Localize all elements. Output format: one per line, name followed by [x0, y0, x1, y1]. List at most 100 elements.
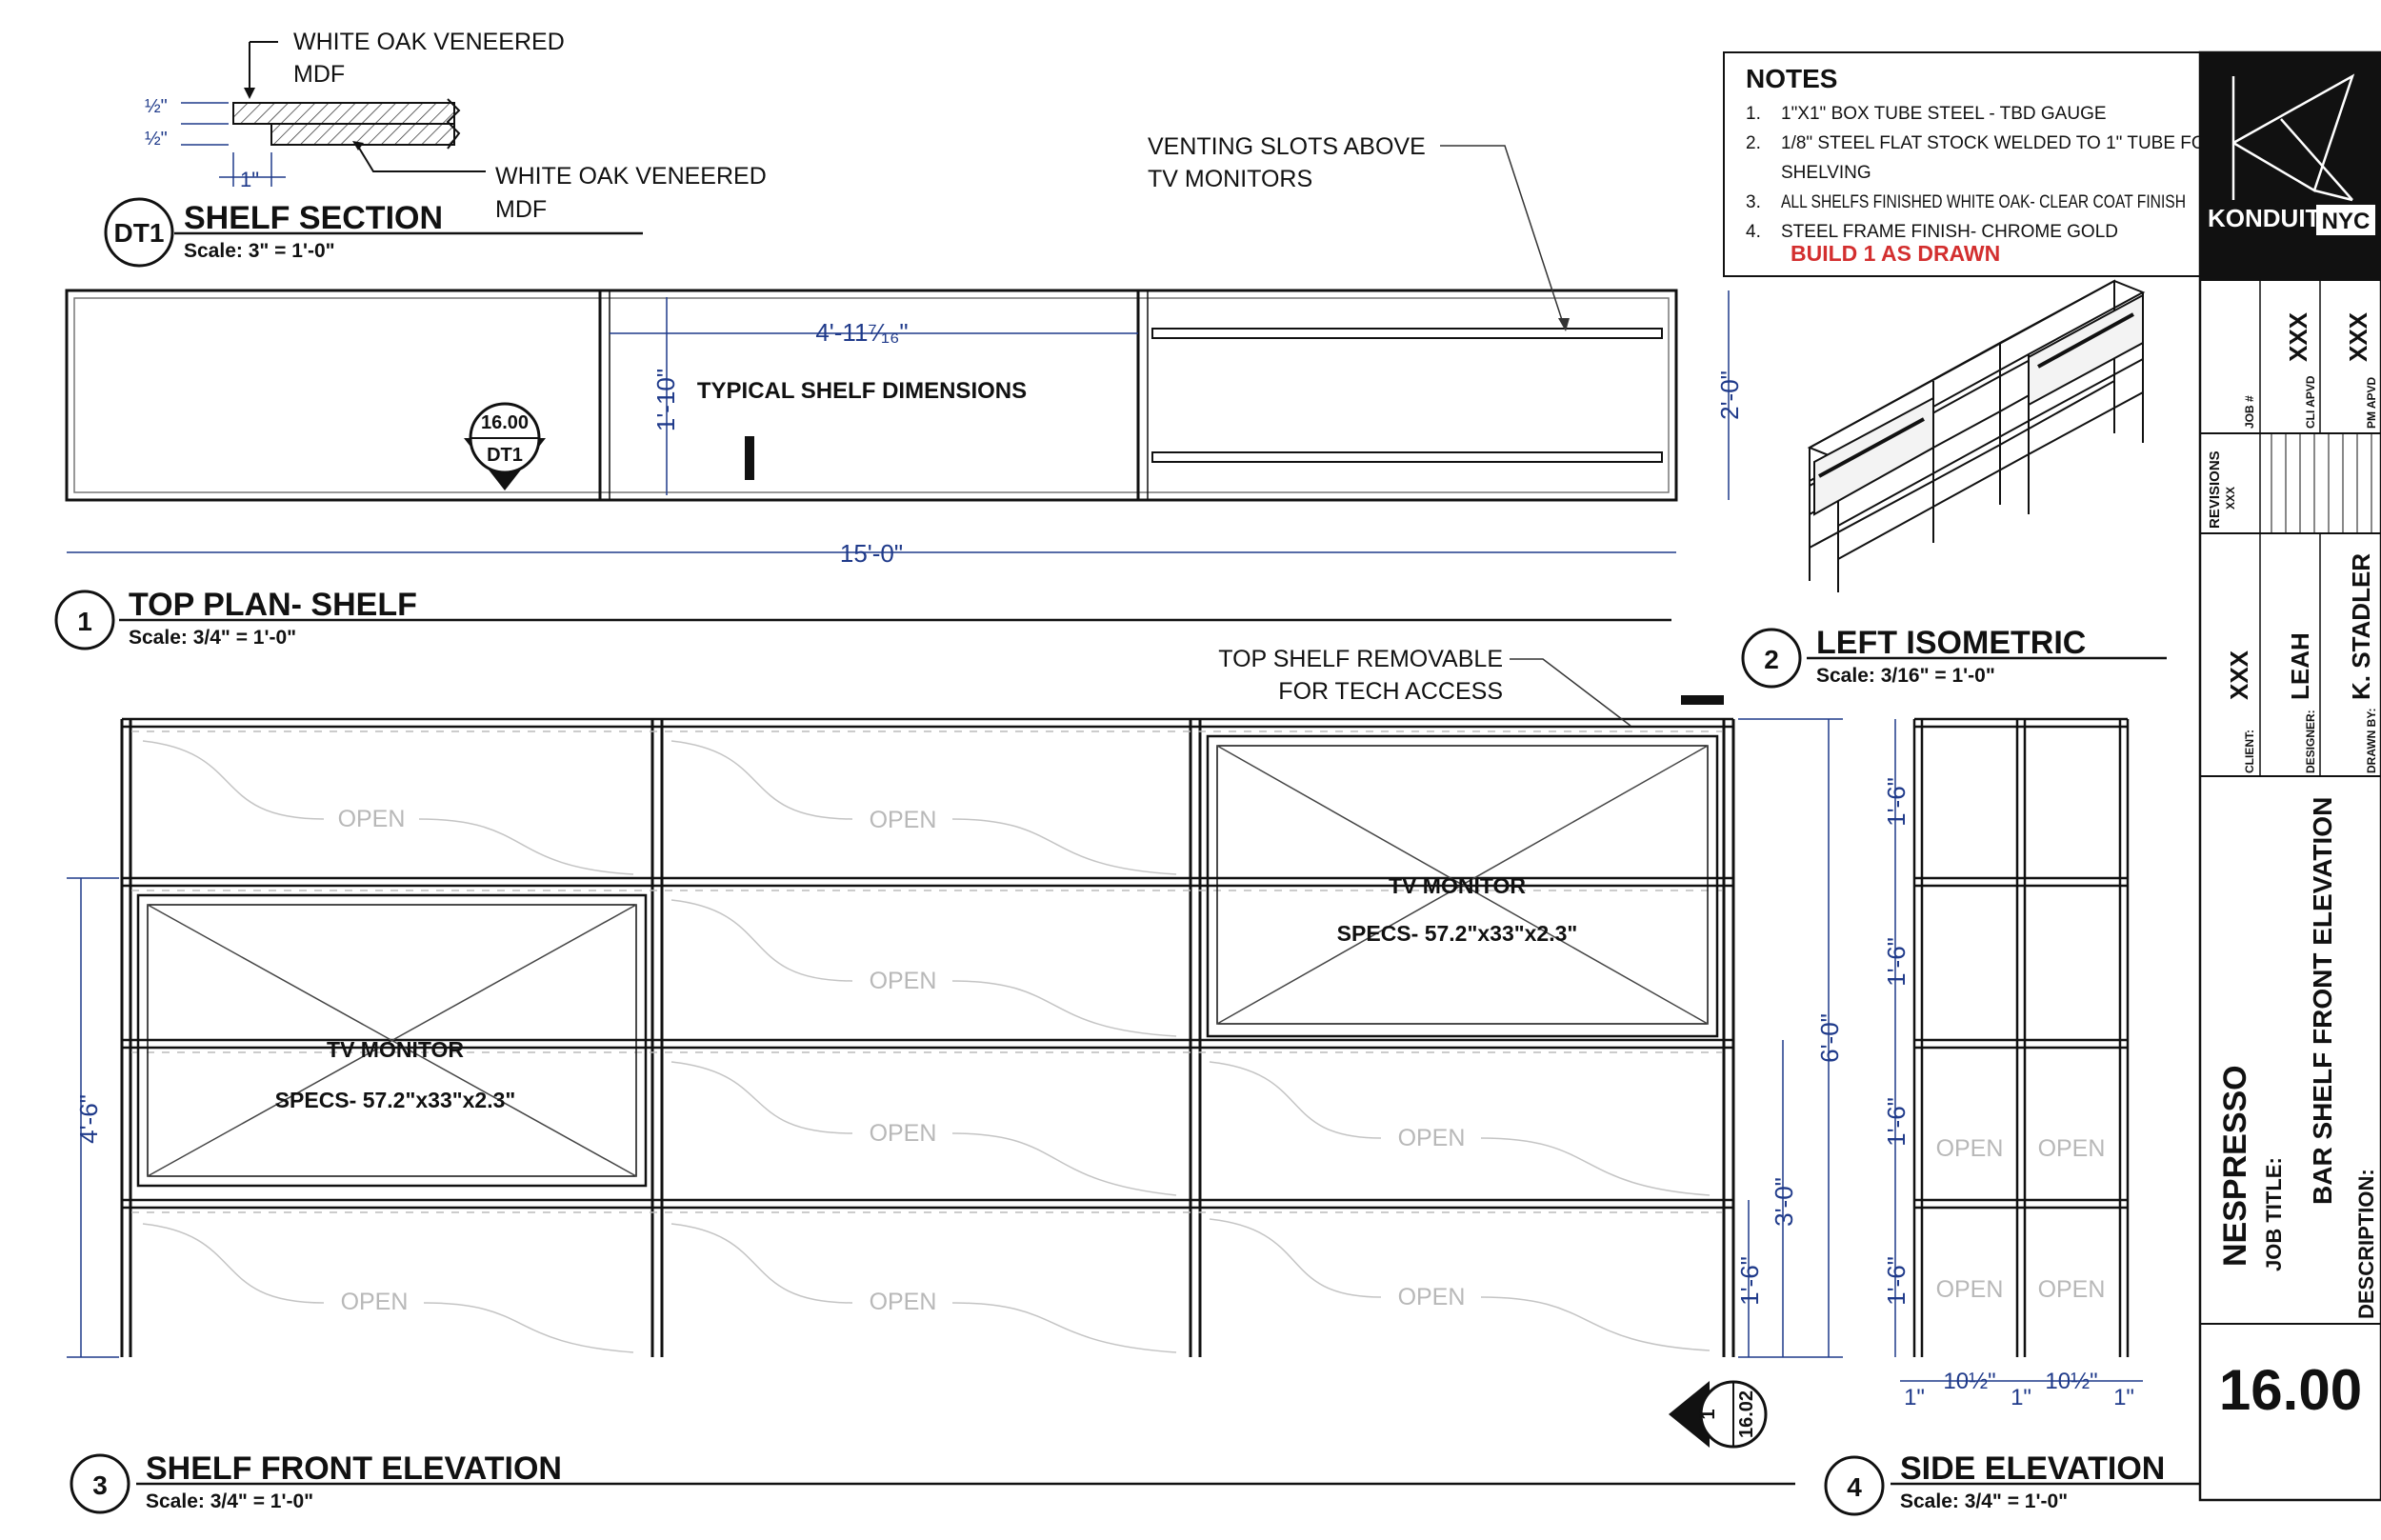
- dim-shelf-depth: 1'-10": [651, 369, 680, 431]
- job-number-value: XXX: [2284, 311, 2312, 362]
- side-bottom-dim-3: 1": [2011, 1385, 2031, 1410]
- open-label-6: OPEN: [341, 1289, 409, 1315]
- shelf-section-mdf-top: [232, 102, 455, 125]
- tv-monitor-left: [136, 893, 648, 1188]
- notes-title: NOTES: [1746, 64, 1837, 93]
- build-note: BUILD 1 AS DRAWN: [1791, 241, 2000, 266]
- typical-shelf-label: TYPICAL SHELF DIMENSIONS: [697, 378, 1027, 404]
- plan-title: TOP PLAN- SHELF: [129, 587, 417, 623]
- iso-number: 2: [1764, 645, 1779, 674]
- job-number-label: JOB #: [2243, 395, 2256, 429]
- title-block: KONDUIT NYC JOB # XXX CLI APVD XXX PM AP…: [2198, 50, 2381, 1502]
- break-line: [446, 98, 461, 150]
- tv-right-specs: SPECS- 57.2"x33"x2.3": [1337, 921, 1578, 946]
- side-bottom-dim-5: 1": [2113, 1385, 2134, 1410]
- side-bottom-dim-2: 10½": [1943, 1369, 1995, 1394]
- side-open-4: OPEN: [2038, 1276, 2106, 1303]
- side-dim-3: 1'-6": [1882, 1097, 1911, 1147]
- note-4-number: 4.: [1746, 222, 1761, 242]
- pm-apvd-label: PM APVD: [2365, 376, 2378, 429]
- removable-label-2: FOR TECH ACCESS: [1278, 678, 1503, 705]
- shelf-section-detail: WHITE OAK VENEERED MDF WHITE OAK VENEERE…: [104, 29, 767, 268]
- client-label: CLIENT:: [2243, 730, 2256, 773]
- side-open-2: OPEN: [2038, 1135, 2106, 1162]
- description-value: BAR SHELF FRONT ELEVATION: [2308, 797, 2337, 1205]
- section-scale: Scale: 3" = 1'-0": [184, 240, 335, 262]
- side-number: 4: [1847, 1472, 1862, 1502]
- notes-box: NOTES 1. 1"X1" BOX TUBE STEEL - TBD GAUG…: [1723, 51, 2218, 277]
- note-1-text: 1"X1" BOX TUBE STEEL - TBD GAUGE: [1781, 104, 2107, 124]
- shelf-section-mdf-bottom: [270, 123, 455, 146]
- client-value: XXX: [2225, 650, 2253, 700]
- open-label-2: OPEN: [870, 807, 937, 833]
- elevation-callout-marker: [1669, 1381, 1710, 1448]
- dim-front-1-6: 1'-6": [1735, 1256, 1764, 1306]
- tv-left-specs: SPECS- 57.2"x33"x2.3": [275, 1088, 516, 1112]
- removable-label-1: TOP SHELF REMOVABLE: [1218, 646, 1503, 672]
- dim-one-inch: 1": [240, 168, 259, 191]
- plan-callout-sheet: 16.00: [481, 412, 529, 433]
- note-2-text-2: SHELVING: [1781, 163, 1871, 183]
- dim-front-6: 6'-0": [1815, 1013, 1844, 1063]
- revisions-label: REVISIONS: [2207, 450, 2223, 529]
- plan-number: 1: [77, 607, 92, 636]
- iso-title: LEFT ISOMETRIC: [1816, 625, 2086, 661]
- dim-plan-length: 15'-0": [840, 539, 903, 568]
- front-elevation: TV MONITOR SPECS- 57.2"x33"x2.3" TV MONI…: [67, 646, 1844, 1514]
- dim-overall-depth: 2'-0": [1715, 370, 1744, 420]
- designer-value: LEAH: [2286, 632, 2314, 700]
- logo-text-nyc: NYC: [2322, 209, 2371, 234]
- section-cut-mark: [745, 436, 754, 480]
- side-open-1: OPEN: [1936, 1135, 2004, 1162]
- drawn-by-value: K. STADLER: [2347, 553, 2375, 700]
- section-label-bottom-1: WHITE OAK VENEERED: [495, 163, 767, 190]
- plan-number-circle: [54, 590, 115, 650]
- note-4-text: STEEL FRAME FINISH- CHROME GOLD: [1781, 222, 2118, 242]
- section-tag-circle: [104, 197, 174, 268]
- vent-label-2: TV MONITORS: [1148, 166, 1312, 192]
- iso-scale: Scale: 3/16" = 1'-0": [1816, 665, 1995, 687]
- job-title-value: NESPRESSO: [2217, 1065, 2253, 1267]
- isometric-title: 2 LEFT ISOMETRIC Scale: 3/16" = 1'-0": [1741, 625, 2167, 689]
- cli-apvd-value: XXX: [2344, 311, 2372, 362]
- plan-outline: [65, 289, 1678, 502]
- logo-text: KONDUIT: [2208, 204, 2321, 232]
- elevation-scale: Scale: 3/4" = 1'-0": [146, 1490, 313, 1512]
- logo-block: [2200, 52, 2381, 281]
- open-label-8: OPEN: [1398, 1284, 1466, 1310]
- drawn-by-label: DRAWN BY:: [2365, 709, 2378, 773]
- open-label-3: OPEN: [870, 968, 937, 994]
- vent-label-1: VENTING SLOTS ABOVE: [1148, 133, 1426, 160]
- leader-bottom: [356, 144, 486, 172]
- note-1-number: 1.: [1746, 104, 1761, 124]
- elevation-callout-number: 1: [1698, 1409, 1719, 1419]
- designer-label: DESIGNER:: [2304, 710, 2317, 773]
- side-dim-2: 1'-6": [1882, 937, 1911, 987]
- top-plan: VENTING SLOTS ABOVE TV MONITORS 4'-11⁷⁄₁…: [54, 133, 1744, 650]
- cli-apvd-label: CLI APVD: [2304, 375, 2317, 429]
- job-title-label: JOB TITLE:: [2262, 1157, 2286, 1271]
- tv-monitor-right: [1206, 734, 1719, 1038]
- dim-front-3: 3'-0": [1770, 1177, 1798, 1227]
- side-elevation: 1'-6" 1'-6" 1'-6" 1'-6" OPEN OPEN OPEN O…: [1824, 717, 2233, 1516]
- elevation-number: 3: [92, 1470, 108, 1500]
- side-title: SIDE ELEVATION: [1900, 1450, 2165, 1487]
- konduit-logo-icon: [2231, 73, 2355, 202]
- section-label-top-1: WHITE OAK VENEERED: [293, 29, 565, 55]
- section-label-bottom-2: MDF: [495, 196, 547, 223]
- open-label-5: OPEN: [1398, 1125, 1466, 1151]
- description-label: DESCRIPTION:: [2354, 1169, 2378, 1319]
- elevation-callout-sheet: 16.02: [1736, 1390, 1757, 1438]
- side-scale: Scale: 3/4" = 1'-0": [1900, 1490, 2068, 1512]
- dim-front-left: 4'-6": [74, 1094, 103, 1144]
- left-isometric: [1807, 279, 2146, 592]
- tv-right-title: TV MONITOR: [1389, 873, 1526, 898]
- note-3-text: ALL SHELFS FINISHED WHITE OAK- CLEAR COA…: [1781, 192, 2186, 212]
- dim-half-2: ½": [145, 129, 168, 150]
- side-open-3: OPEN: [1936, 1276, 2004, 1303]
- sheet-number: 16.00: [2219, 1358, 2362, 1422]
- section-label-top-2: MDF: [293, 61, 345, 88]
- removable-shelf-mark: [1681, 695, 1724, 705]
- plan-scale: Scale: 3/4" = 1'-0": [129, 627, 296, 649]
